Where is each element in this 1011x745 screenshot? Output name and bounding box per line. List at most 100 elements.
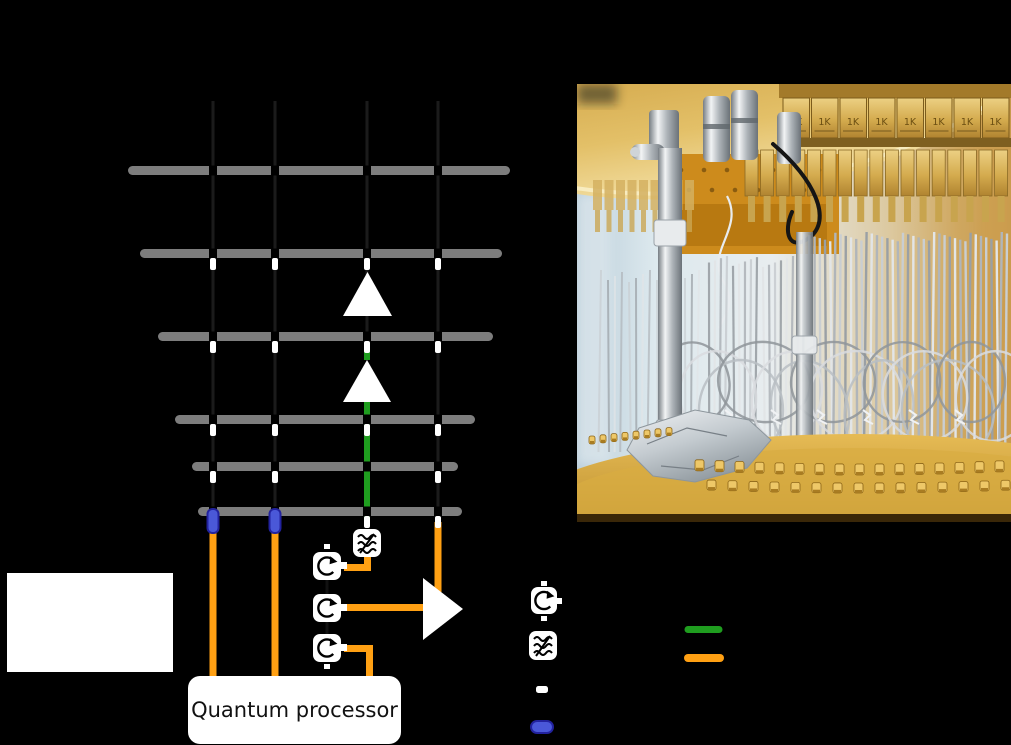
connector-pin — [997, 196, 1005, 222]
connector-body-left — [593, 180, 602, 210]
gold-bolt-base — [656, 433, 660, 437]
gold-bolt-base — [816, 471, 823, 475]
circulator-to-processor-line — [344, 645, 373, 677]
filter-wave — [533, 643, 553, 649]
plate-gap — [363, 331, 371, 342]
circulator-arrowhead — [546, 590, 555, 599]
legend — [529, 581, 724, 734]
connector-body — [916, 149, 931, 197]
circulator-box — [313, 594, 341, 622]
wire-loop — [935, 340, 1007, 424]
attenuator-marker — [272, 424, 278, 436]
gold-bolt-base — [750, 488, 757, 492]
coax-cable — [779, 260, 783, 469]
connector-body — [838, 149, 853, 197]
filter-wave — [533, 650, 553, 656]
gold-bolt-base — [623, 437, 627, 441]
temperature-plate-3 — [158, 332, 493, 341]
plate-gap — [363, 414, 371, 425]
gold-bolt-base — [916, 471, 923, 475]
circulator1-port — [340, 562, 347, 569]
connector-body — [900, 149, 915, 197]
circulator-arrow-arc — [317, 638, 335, 658]
attenuator-marker — [435, 471, 441, 483]
connector-pin-left — [606, 210, 612, 232]
connector-body — [884, 149, 899, 197]
circulator-box — [313, 552, 341, 580]
connector-pin-left — [687, 210, 692, 232]
temperature-plate-1 — [128, 166, 510, 175]
gold-bolt-base — [612, 438, 616, 442]
connector-body-left — [685, 180, 694, 210]
connector-pin — [872, 196, 880, 222]
signal-wires — [211, 101, 440, 511]
temperature-plate-5 — [192, 462, 458, 471]
coax-cable — [619, 271, 623, 453]
plate-gap — [271, 414, 279, 425]
coax-cable — [597, 269, 602, 453]
cable-tie — [908, 409, 920, 425]
circulator-arrowhead — [329, 556, 338, 565]
connector-pin — [888, 196, 896, 222]
connector-pin — [904, 196, 911, 222]
amplifier-triangle-2 — [343, 360, 391, 402]
circulator3-bottom-dot — [324, 664, 330, 669]
gold-bolt-base — [667, 432, 671, 436]
plate-bolt — [701, 167, 707, 173]
coax-cable — [640, 273, 644, 453]
connector-body — [962, 149, 977, 197]
circulator-to-filter-line — [344, 553, 371, 571]
temperature-plate-2 — [140, 249, 502, 258]
plate-gap — [209, 248, 217, 259]
circulator-icon-1 — [313, 552, 341, 580]
wire-loop — [789, 340, 877, 424]
gold-bolt-base — [756, 470, 763, 474]
filter-wave — [357, 541, 377, 547]
amplifier-triangle-3 — [423, 578, 463, 640]
1k-block-serial — [928, 130, 949, 132]
1k-block-label: 1K — [961, 117, 974, 128]
attenuator-marker — [435, 424, 441, 436]
blue-component-line1 — [206, 508, 220, 534]
quantum-processor-label: Quantum processor — [191, 698, 398, 722]
plate-gap — [434, 248, 442, 259]
connector-body — [978, 149, 993, 197]
connector-pin — [919, 196, 927, 222]
connector-body-left — [604, 180, 614, 210]
connector-body — [869, 149, 884, 197]
connector-body-left — [627, 180, 637, 210]
1k-block-serial — [843, 130, 863, 132]
gold-bolt-base — [996, 468, 1003, 472]
legend-circulator-right-dot — [556, 598, 562, 604]
plate-gap — [434, 461, 442, 472]
gold-bolt-base — [708, 487, 715, 491]
connector-pin — [982, 196, 989, 222]
gold-bolt-base — [634, 436, 638, 440]
attenuator-marker — [435, 258, 441, 270]
filter-slash — [535, 635, 551, 657]
photo-corner-shade — [577, 84, 617, 104]
1k-block-label: 1K — [904, 117, 917, 128]
gold-bolt-base — [981, 487, 988, 491]
1k-block-serial — [900, 130, 920, 132]
gold-bolt-base — [960, 488, 967, 492]
1k-block-serial — [814, 130, 835, 132]
plate-bolt — [724, 167, 730, 173]
connector-body-left — [639, 180, 648, 210]
circulator-arrow-arc — [317, 598, 335, 618]
gold-bolt-base — [834, 489, 841, 493]
gold-bolt-base — [796, 471, 803, 475]
plate-bolt — [732, 187, 738, 193]
plate-gap — [271, 248, 279, 259]
filter-slash — [359, 533, 375, 554]
connector-pin-left — [641, 210, 646, 232]
plate-gap — [363, 165, 371, 176]
foil-crease — [646, 427, 728, 445]
1k-block-label: 1K — [989, 117, 1002, 128]
circulator1-top-dot — [324, 544, 330, 549]
coax-cable — [1003, 233, 1009, 485]
gold-bolt-base — [836, 471, 843, 475]
connector-pin — [810, 196, 818, 222]
plate-gap — [363, 506, 371, 517]
plate-gap — [271, 331, 279, 342]
